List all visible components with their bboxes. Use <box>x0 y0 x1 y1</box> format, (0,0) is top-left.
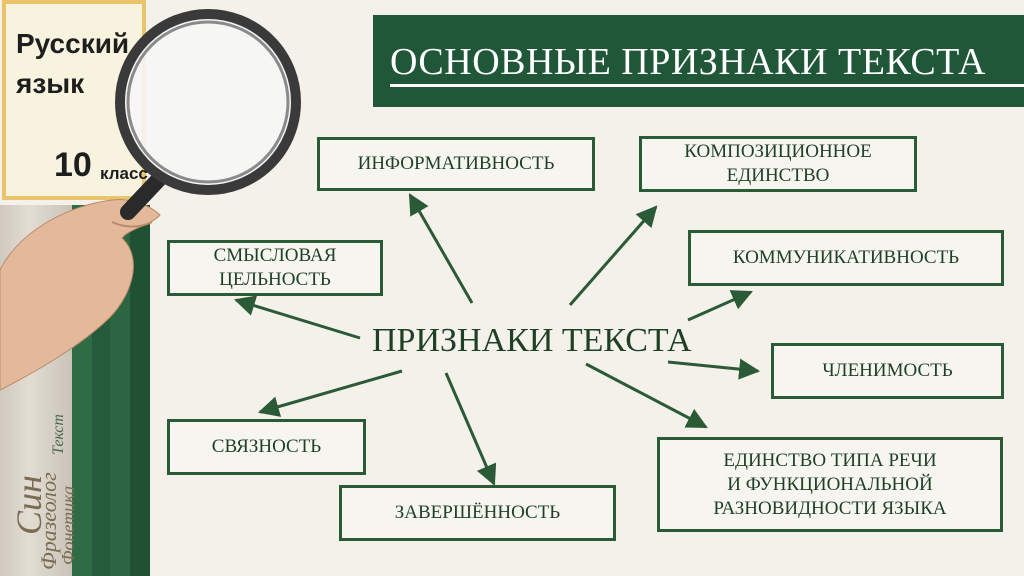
arrow-to-kommunikativnost <box>687 290 753 322</box>
arrow-to-edinstvo <box>585 362 708 429</box>
node-kompozitsionnoe: КОМПОЗИЦИОННОЕ ЕДИНСТВО <box>639 136 917 192</box>
course-grade: 10 <box>54 146 92 184</box>
node-kommunikativnost: КОММУНИКАТИВНОСТЬ <box>688 230 1004 286</box>
diagram-center-label: ПРИЗНАКИ ТЕКСТА <box>372 322 692 359</box>
hand-finger-icon <box>111 221 153 228</box>
arrow-to-kompozitsionnoe <box>568 205 658 306</box>
node-chlenimost: ЧЛЕНИМОСТЬ <box>771 343 1004 399</box>
node-edinstvo: ЕДИНСТВО ТИПА РЕЧИ И ФУНКЦИОНАЛЬНОЙ РАЗН… <box>657 437 1003 532</box>
arrow-to-svyaznost <box>257 369 403 417</box>
course-subject: Русский язык <box>16 28 130 99</box>
arrow-to-zavershennost <box>444 372 497 486</box>
node-zavershennost: ЗАВЕРШЁННОСТЬ <box>339 485 616 541</box>
magnifier-lens-icon <box>115 9 301 195</box>
title-bar <box>373 15 1024 107</box>
arrow-to-informativnost <box>408 193 474 304</box>
title-underline <box>390 84 1024 87</box>
magnifier-rim-icon <box>126 20 290 184</box>
node-informativnost: ИНФОРМАТИВНОСТЬ <box>317 137 595 191</box>
course-badge: Русский язык 10 класс <box>2 0 148 200</box>
magnifier-hand-illustration <box>0 9 301 391</box>
hand-icon <box>0 199 161 391</box>
book-spine-green <box>130 205 150 576</box>
node-svyaznost: СВЯЗНОСТЬ <box>167 419 366 475</box>
magnifier-handle-icon <box>120 170 168 220</box>
arrow-to-smyslovaya <box>233 295 361 340</box>
node-smyslovaya: СМЫСЛОВАЯ ЦЕЛЬНОСТЬ <box>167 240 383 296</box>
arrow-to-chlenimost <box>667 358 761 380</box>
course-grade-word: класс <box>100 164 148 183</box>
slide-title: ОСНОВНЫЕ ПРИЗНАКИ ТЕКСТА <box>390 41 986 83</box>
